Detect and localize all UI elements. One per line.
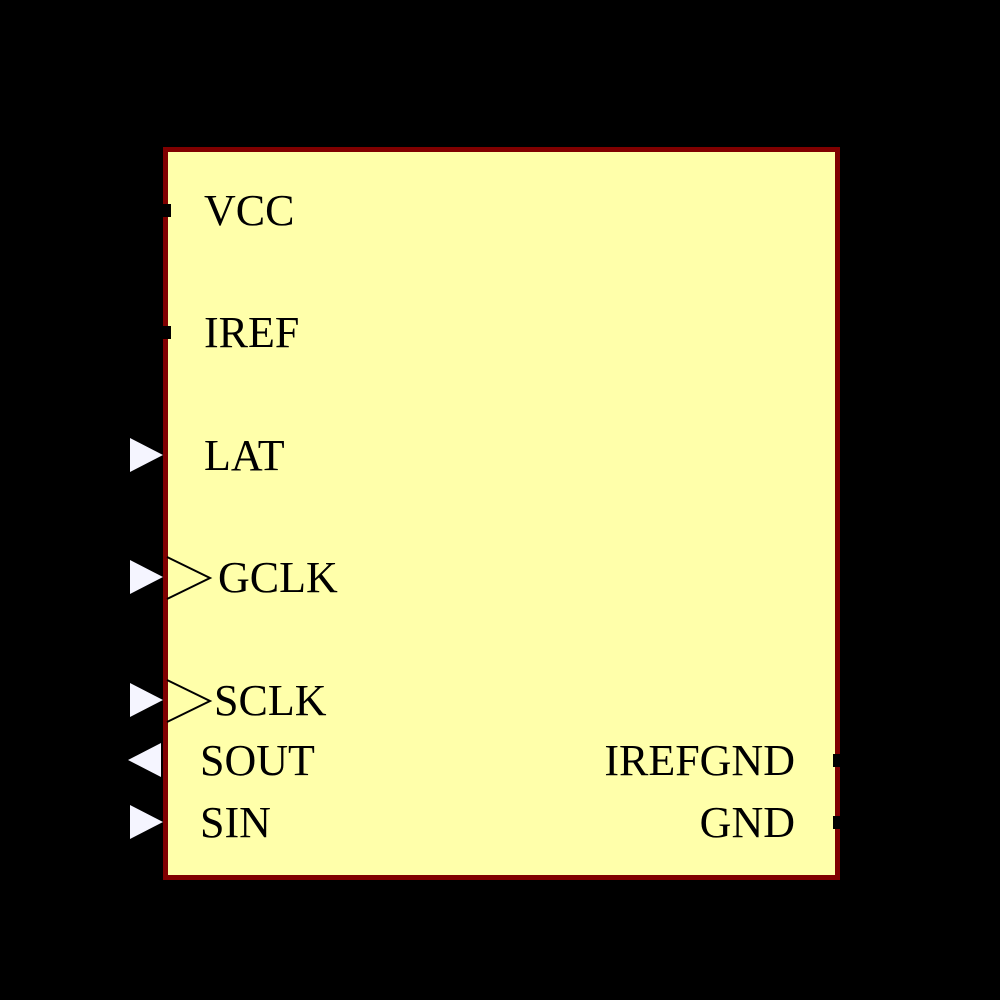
pin-label-gclk: GCLK <box>218 553 338 602</box>
pin-marker-sclk[interactable] <box>130 683 163 717</box>
pin-marker-sout[interactable] <box>128 743 161 777</box>
pin-marker-gnd[interactable] <box>833 816 844 829</box>
clock-wedge-gclk <box>166 556 213 600</box>
pin-label-vcc: VCC <box>204 186 295 235</box>
pin-marker-vcc[interactable] <box>160 204 171 217</box>
pin-marker-iref[interactable] <box>160 326 171 339</box>
pin-label-gnd: GND <box>699 798 795 847</box>
pin-label-iref: IREF <box>204 308 300 357</box>
clock-wedge-sclk <box>166 679 213 723</box>
pin-marker-irefgnd[interactable] <box>833 754 844 767</box>
pin-label-irefgnd: IREFGND <box>604 736 795 785</box>
pin-marker-sin[interactable] <box>130 805 163 839</box>
pin-label-sout: SOUT <box>200 736 315 785</box>
component-symbol-body[interactable] <box>163 147 840 880</box>
pin-marker-gclk[interactable] <box>130 560 163 594</box>
pin-label-sclk: SCLK <box>214 676 327 725</box>
pin-label-sin: SIN <box>200 798 271 847</box>
pin-marker-lat[interactable] <box>130 438 163 472</box>
pin-label-lat: LAT <box>204 431 285 480</box>
